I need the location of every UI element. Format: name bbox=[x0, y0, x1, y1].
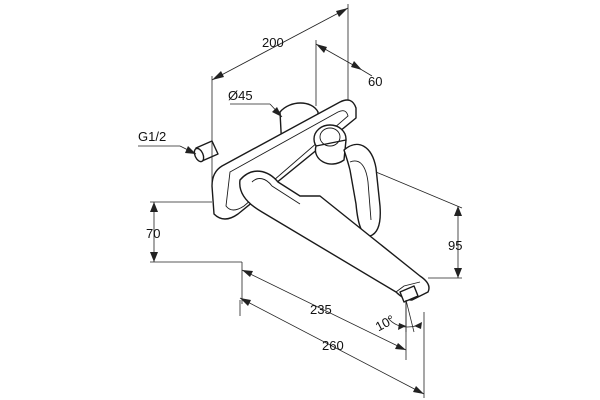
dimension-depth: 60 bbox=[315, 40, 382, 106]
connection-stub bbox=[193, 140, 219, 163]
dimension-spout-angle: 10° bbox=[373, 299, 422, 334]
dimension-label-235: 235 bbox=[310, 302, 332, 317]
dimension-label-260: 260 bbox=[322, 338, 344, 353]
dimension-label-angle: 10° bbox=[373, 312, 397, 334]
lever-base bbox=[313, 124, 347, 165]
dimension-label-diameter: Ø45 bbox=[228, 88, 253, 103]
dimension-label-60: 60 bbox=[368, 74, 382, 89]
dimension-spout-height: 70 bbox=[146, 201, 242, 263]
dimension-connection-thread: G1/2 bbox=[138, 129, 197, 155]
dimension-label-200: 200 bbox=[262, 35, 284, 50]
faucet-body bbox=[193, 99, 430, 303]
spout bbox=[239, 170, 430, 303]
dimension-overall-width: 200 bbox=[211, 4, 349, 186]
dimension-total-projection: 260 bbox=[239, 297, 425, 398]
dimension-label-thread: G1/2 bbox=[138, 129, 166, 144]
dimension-rosette-diameter: Ø45 bbox=[228, 88, 283, 118]
dimension-label-95: 95 bbox=[448, 238, 462, 253]
dimension-label-70: 70 bbox=[146, 226, 160, 241]
dimension-lever-height: 95 bbox=[375, 171, 462, 279]
